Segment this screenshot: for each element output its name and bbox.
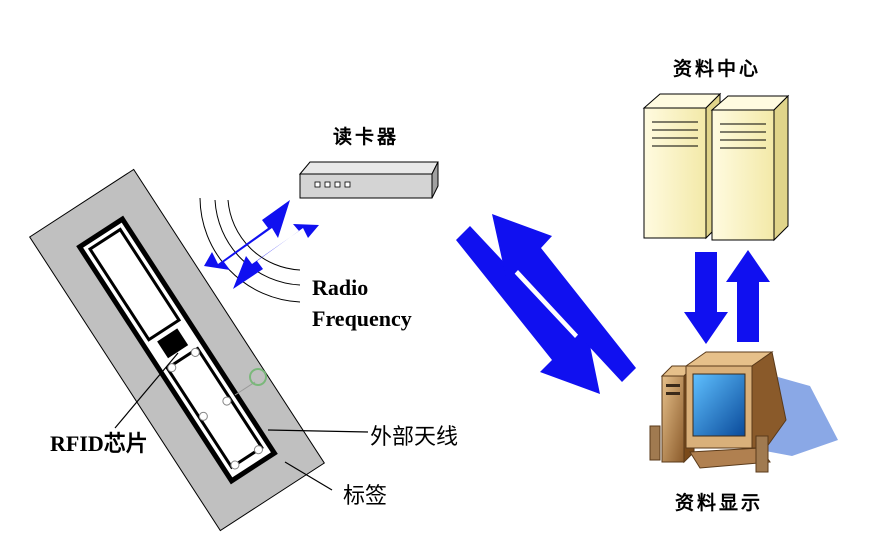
rfid-chip-icon [157,328,189,359]
tag-leader-line [284,461,333,491]
rfid-tag-icon [28,168,326,532]
server-computer-arrows [684,250,770,344]
reader-device-icon [298,161,439,199]
reader-label: 读卡器 [333,126,400,148]
antenna-label: 外部天线 [370,425,459,450]
server-icon [642,92,722,240]
reader-computer-arrows [456,214,636,394]
data-center-label: 资料中心 [673,58,762,80]
rotate-handle-icon [234,368,267,396]
server-icon [710,94,790,242]
rf-arrows [204,200,319,289]
data-display-label: 资料显示 [675,492,764,514]
computer-icon [649,351,838,473]
radio-frequency-label-line2: Frequency [312,306,412,331]
chip-leader-line [114,352,179,429]
radio-frequency-label-line1: Radio [312,275,369,300]
antenna-leader-line [267,429,369,433]
rfid-chip-label: RFID芯片 [50,431,148,456]
tag-label: 标签 [343,484,388,509]
